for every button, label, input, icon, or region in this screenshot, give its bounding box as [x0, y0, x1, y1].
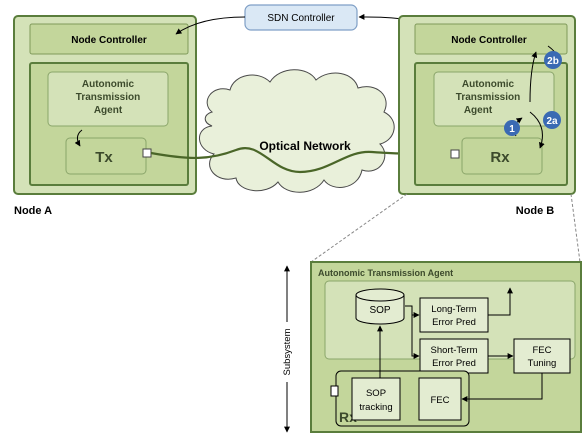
zoom-guide-right — [570, 193, 581, 263]
badge-1-label: 1 — [509, 124, 515, 135]
zoom-guide-left — [310, 193, 408, 263]
badge-2b: 2b — [544, 51, 562, 69]
node-b-rx-port — [450, 149, 460, 159]
subsystem-marker: Subsystem — [281, 265, 293, 433]
fec-tuning-line-1: FEC — [533, 345, 552, 356]
badge-2a-label: 2a — [546, 116, 558, 127]
sop-tracking-line-2: tracking — [359, 402, 392, 413]
badge-2b-label: 2b — [547, 56, 559, 67]
node-a-tx-label: Tx — [95, 149, 113, 166]
optical-network-cloud: Optical Network — [199, 69, 395, 193]
node-a-agent-box — [47, 71, 169, 127]
node-b-agent-line-3: Agent — [464, 105, 493, 116]
fec-tuning-line-2: Tuning — [528, 358, 557, 369]
node-b-rx-label: Rx — [490, 149, 510, 166]
node-a-controller-box — [29, 23, 189, 55]
rx-subsystem-port — [330, 385, 339, 397]
sdn-controller-label: SDN Controller — [267, 13, 335, 24]
cloud-shape — [199, 69, 395, 193]
agent-to-controller-arrow — [529, 51, 538, 103]
fiber-link — [150, 147, 454, 174]
node-b-agent-line-1: Autonomic — [462, 79, 515, 90]
sop-tracking-box — [351, 377, 401, 421]
db-to-short-term-arrow — [411, 315, 420, 359]
db-to-long-term-arrow — [405, 305, 420, 318]
node-a-agent-line-1: Autonomic — [82, 79, 135, 90]
node-a-agent-to-tx-arrow — [74, 129, 83, 147]
sop-database-label: SOP — [369, 305, 390, 316]
node-a: Node Controller Autonomic Transmission A… — [13, 15, 197, 217]
long-term-box — [419, 297, 489, 333]
detail-title: Autonomic Transmission Agent — [318, 268, 453, 278]
subsystem-label: Subsystem — [282, 328, 293, 375]
long-term-line-2: Error Pred — [432, 317, 476, 328]
badge-1: 1 — [504, 120, 520, 136]
optical-network-label: Optical Network — [259, 139, 351, 153]
short-term-box — [419, 338, 489, 374]
node-a-agent-line-3: Agent — [94, 105, 123, 116]
node-b-controller-box — [414, 23, 568, 55]
short-term-line-1: Short-Term — [431, 345, 478, 356]
sdn-to-node-a-arrow — [175, 16, 246, 35]
detail-panel: Autonomic Transmission Agent SOP Long-Te… — [310, 261, 582, 433]
node-b-agent-line-2: Transmission — [456, 92, 520, 103]
node-a-controller-label: Node Controller — [71, 35, 147, 46]
node-a-agent-line-2: Transmission — [76, 92, 140, 103]
sop-tracking-line-1: SOP — [366, 388, 386, 399]
badge-2a: 2a — [543, 111, 561, 129]
node-a-name: Node A — [14, 205, 52, 217]
fec-tuning-box — [513, 338, 571, 374]
long-term-line-1: Long-Term — [431, 304, 476, 315]
node-b-controller-label: Node Controller — [451, 35, 527, 46]
node-b-rx-box — [461, 137, 543, 175]
fec-tuning-to-fec-arrow — [461, 373, 543, 402]
fec-box — [418, 377, 462, 421]
long-term-up-arrow — [488, 287, 513, 316]
node-b-agent-box — [433, 71, 555, 127]
node-a-tx-port — [142, 148, 152, 158]
sop-database: SOP — [355, 288, 405, 325]
fec-label: FEC — [431, 395, 450, 406]
sdn-controller: SDN Controller — [244, 4, 358, 31]
agent-to-rx-arrow — [529, 111, 545, 149]
node-b-name: Node B — [516, 205, 555, 217]
short-term-line-2: Error Pred — [432, 358, 476, 369]
node-b: Node Controller Autonomic Transmission A… — [398, 15, 576, 217]
